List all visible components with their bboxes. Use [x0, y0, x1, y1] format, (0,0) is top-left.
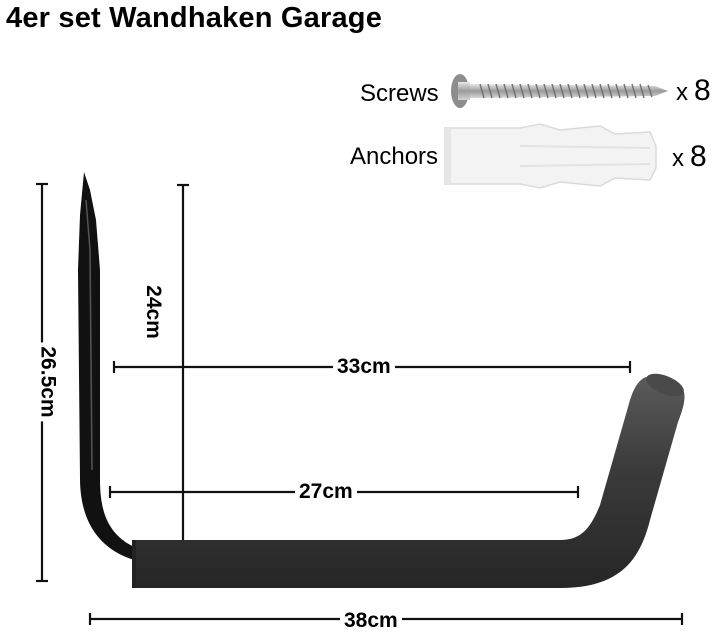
anchors-count-value: 8: [690, 140, 707, 173]
screws-label: Screws: [360, 80, 439, 107]
dimension-height-total: 26.5cm: [35, 342, 60, 422]
dimension-height-inner: 24cm: [141, 285, 165, 339]
dimension-width-inner: 27cm: [295, 480, 357, 504]
times-sign: x: [676, 79, 688, 106]
times-sign: x: [672, 145, 684, 172]
screw-icon: [451, 74, 668, 108]
dimension-width-outer: 33cm: [333, 355, 395, 379]
product-title: 4er set Wandhaken Garage: [6, 2, 383, 34]
wall-hook: [78, 172, 685, 588]
anchors-label: Anchors: [350, 143, 439, 170]
dimension-width-total: 38cm: [340, 609, 402, 633]
screws-count-value: 8: [694, 74, 711, 107]
wall-anchor-icon: [444, 123, 657, 189]
